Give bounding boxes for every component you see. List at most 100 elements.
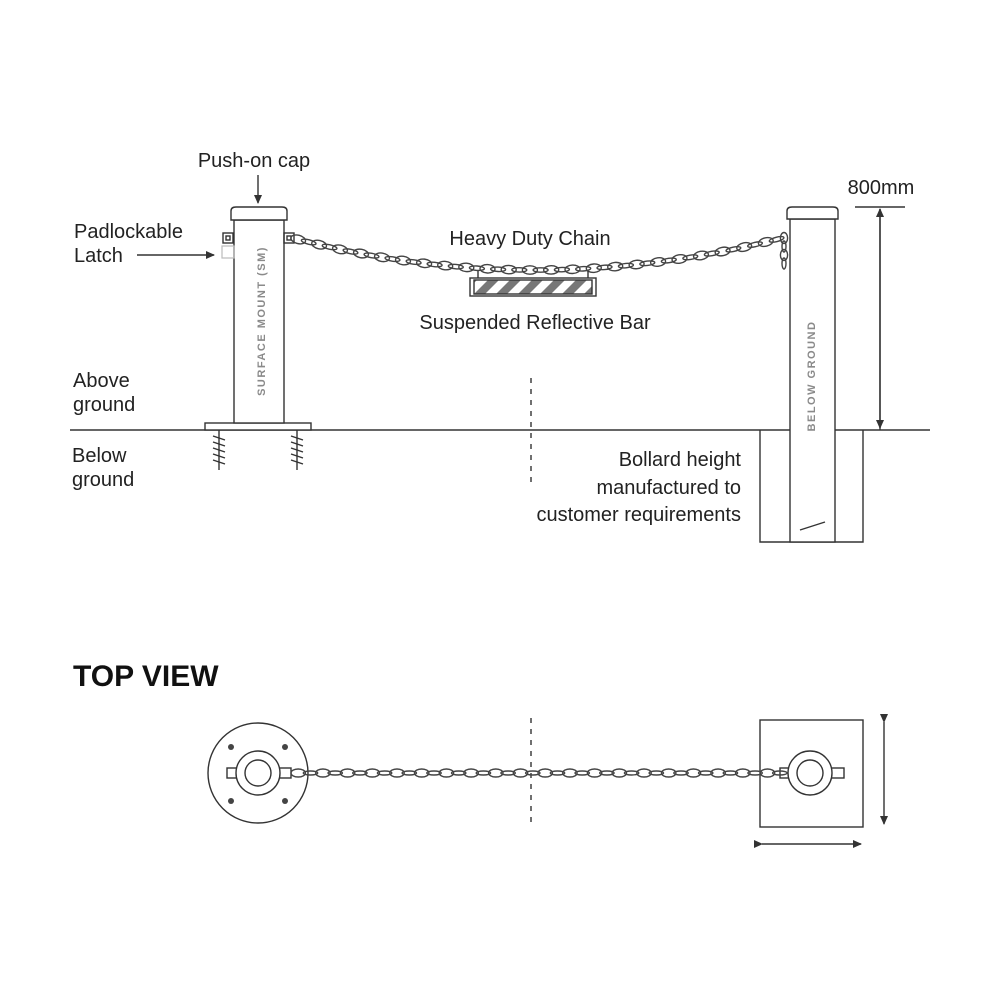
chain-link [660,768,677,778]
chain-link [746,241,764,249]
reflective-stripe [672,280,697,294]
chain-link [736,241,753,253]
chain-top-view [290,768,788,778]
chain-link [351,770,368,776]
chain-link [562,768,578,778]
chain-link [384,255,401,263]
chain-link [342,248,359,255]
chain-link [685,768,702,778]
chain-link [300,238,317,246]
chain-link [415,258,433,269]
height-dimension: 800mm [848,177,915,430]
chain-link [673,770,689,776]
surface-mount-base-top [207,722,309,824]
chain-link [327,770,344,776]
suspended-reflective-bar [469,271,697,297]
chain-link [714,246,731,257]
padlockable-latch-label-line2: Latch [74,245,123,267]
chain-link [639,260,656,267]
reflective-stripe [540,280,565,294]
chain-link [671,253,688,265]
reflective-stripe [474,280,477,283]
above-ground-label-line1: Above [73,370,130,392]
chain-link [438,768,455,778]
post-label-below-ground: BELOW GROUND [806,321,818,432]
reflective-stripe [562,280,587,294]
chain-link [703,250,720,257]
top-view: TOP VIEW [73,660,888,848]
chain-link [401,770,418,776]
chain-link [489,266,507,273]
chain-link [532,267,549,273]
chain-link [725,245,742,253]
ground-screw [290,430,304,470]
chain-link [553,266,571,273]
chain-link [697,770,714,776]
chain-link [321,243,338,251]
surface-mount-bollard: SURFACE MOUNT (SM) [204,206,312,470]
chain-link [450,770,467,776]
chain-link [779,231,789,245]
chain-link [781,240,787,253]
chain-link [682,254,699,261]
chain-link [413,768,430,778]
chain-link [549,770,566,776]
chain-link [311,239,328,250]
chain-link [692,250,710,261]
chain-link [500,770,516,776]
chain-link [779,248,789,262]
bollard-cap [786,206,839,220]
chain-link [648,770,665,776]
chain-link [468,265,486,272]
chain-link [405,258,422,266]
reflective-stripe [496,280,521,294]
chain-link [611,768,628,778]
push-on-cap [230,206,288,221]
chain-link [747,770,763,776]
chain-link [426,770,442,776]
chain-link [487,768,504,778]
chain-link [389,768,405,778]
chain-link [314,768,331,778]
chain-link [660,257,677,264]
top-view-title: TOP VIEW [73,660,219,693]
chain-hook-links [779,231,789,270]
heavy-duty-chain-label: Heavy Duty Chain [449,228,610,250]
chain-link [757,236,774,248]
chain-link [437,260,454,271]
chain-link [596,264,613,271]
chain-link [458,262,475,273]
chain-link [781,257,787,270]
padlock-icon [221,245,235,259]
reflective-stripe [474,280,499,294]
chain-link [607,261,624,272]
chain-link [512,768,529,778]
below-ground-bollard: BELOW GROUND [759,206,864,543]
chain-link [710,768,726,778]
chain-link [564,264,581,275]
height-dimension-label: 800mm [848,177,915,199]
push-on-cap-label: Push-on cap [198,150,310,172]
latch-bracket [222,232,234,244]
chain-link [524,770,541,776]
chain-link [363,252,380,259]
reflective-stripe [628,280,653,294]
above-ground-label-line2: ground [73,394,135,416]
chain-link [447,263,464,270]
base-plate [204,422,312,431]
chain-link [394,255,412,266]
chain-link [574,770,591,776]
chain-link [636,768,652,778]
chain-link [373,252,391,263]
anchor-bar [799,521,826,531]
chain-link [586,768,603,778]
chain-link [511,266,528,273]
chain-link [521,265,539,275]
chain-link [649,257,667,267]
chain-link [376,770,393,776]
bollard-height-label-line3: customer requirements [536,504,741,526]
chain-link [426,261,443,268]
below-ground-label-line2: ground [72,469,134,491]
chain-link [543,264,560,275]
